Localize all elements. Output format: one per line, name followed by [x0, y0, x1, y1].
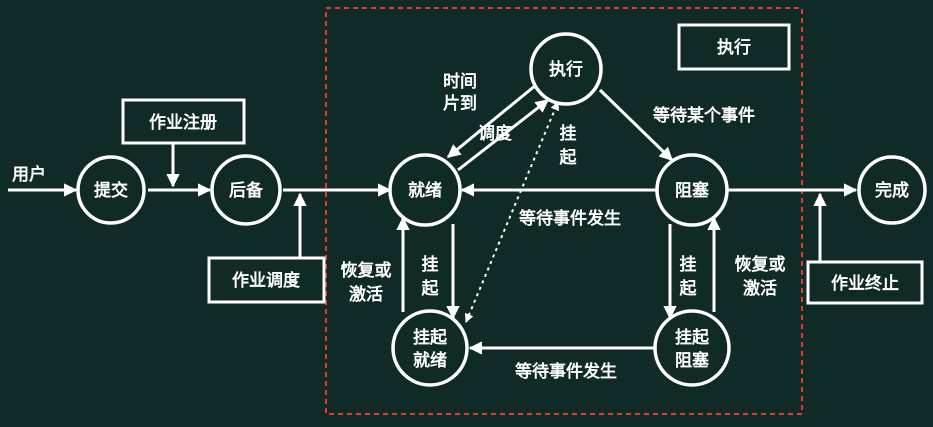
- node-backup-label: 后备: [229, 180, 264, 201]
- label-suspend-right-2: 起: [679, 278, 698, 299]
- label-time-slice-2: 片到: [443, 93, 477, 114]
- execute-box-label: 执行: [717, 37, 751, 58]
- label-suspend-left-2: 起: [421, 278, 440, 299]
- job-schedule-box: [207, 256, 326, 304]
- job-schedule-label: 作业调度: [232, 270, 301, 291]
- label-suspend-right-1: 挂: [680, 254, 697, 275]
- node-ready: [388, 153, 462, 227]
- execute-box: [677, 23, 791, 71]
- label-suspend-run-1: 挂: [560, 123, 577, 144]
- label-resume-right-2: 激活: [743, 278, 777, 299]
- node-blocked: [655, 153, 729, 227]
- label-user: 用户: [12, 164, 46, 185]
- node-done: [857, 155, 927, 225]
- job-terminate-label: 作业终止: [831, 273, 899, 294]
- node-backup: [210, 154, 282, 226]
- job-terminate-box: [806, 260, 924, 305]
- node-suspended-ready-line1: 挂起: [413, 327, 448, 348]
- label-event-occurs-top: 等待事件发生: [519, 208, 621, 229]
- label-wait-event: 等待某个事件: [653, 105, 755, 126]
- edge-run-suspendedready: [464, 101, 560, 323]
- job-register-label: 作业注册: [149, 112, 217, 133]
- label-suspend-run-2: 起: [559, 147, 578, 168]
- label-dispatch: 调度: [478, 123, 513, 144]
- node-submit-label: 提交: [94, 180, 128, 201]
- node-run: [529, 32, 603, 106]
- label-resume-left-2: 激活: [349, 284, 383, 305]
- label-resume-right-1: 恢复或: [735, 254, 786, 275]
- node-run-label: 执行: [549, 59, 583, 80]
- execution-frame: [325, 7, 803, 415]
- node-suspended-ready: [391, 309, 469, 387]
- label-time-slice-1: 时间: [443, 71, 477, 92]
- node-submit: [76, 155, 146, 225]
- node-suspended-blocked-line1: 挂起: [675, 327, 710, 348]
- label-suspend-left-1: 挂: [422, 254, 439, 275]
- node-ready-label: 就绪: [408, 180, 442, 201]
- node-blocked-label: 阻塞: [675, 180, 710, 201]
- edge-run-blocked: [598, 88, 674, 162]
- node-suspended-blocked: [653, 309, 731, 387]
- node-done-label: 完成: [875, 180, 909, 201]
- label-event-occurs-bottom: 等待事件发生: [515, 361, 617, 382]
- label-resume-left-1: 恢复或: [341, 260, 392, 281]
- node-suspended-ready-line2: 就绪: [413, 350, 447, 371]
- node-suspended-blocked-line2: 阻塞: [675, 350, 710, 371]
- job-register-box: [121, 98, 246, 145]
